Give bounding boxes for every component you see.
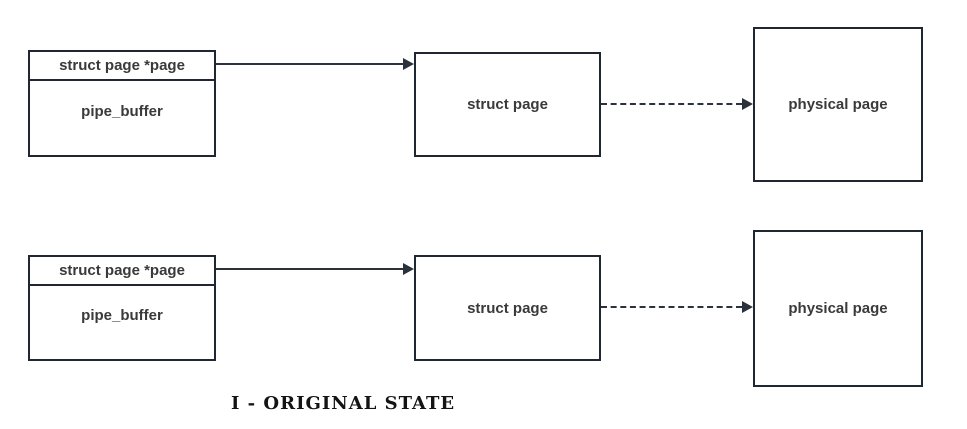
solid-arrowhead-icon-row1 — [403, 58, 414, 70]
pipe-buffer-label-row1: pipe_buffer — [81, 102, 163, 120]
pipe-buffer-header-row1: struct page *page — [30, 52, 214, 81]
pipe-buffer-header-row2: struct page *page — [30, 257, 214, 286]
physical-page-label-row2: physical page — [788, 300, 888, 317]
pipe-buffer-box-row1: struct page *page pipe_buffer — [28, 50, 216, 157]
struct-page-box-row1: struct page — [414, 52, 601, 157]
solid-arrowhead-icon-row2 — [403, 263, 414, 275]
struct-page-box-row2: struct page — [414, 255, 601, 361]
dashed-arrowhead-icon-row2 — [742, 301, 753, 313]
pipe-buffer-box-row2: struct page *page pipe_buffer — [28, 255, 216, 361]
diagram-caption: I - ORIGINAL STATE — [231, 393, 456, 414]
physical-page-label-row1: physical page — [788, 96, 888, 113]
struct-page-label-row2: struct page — [467, 299, 548, 317]
physical-page-box-row1: physical page — [753, 27, 923, 182]
pipe-buffer-label-row2: pipe_buffer — [81, 307, 163, 324]
struct-page-label-row1: struct page — [467, 96, 548, 113]
dashed-arrowhead-icon-row1 — [742, 98, 753, 110]
solid-arrow-line-row2 — [216, 268, 403, 270]
dashed-arrow-line-row1 — [601, 103, 742, 105]
solid-arrow-line-row1 — [216, 63, 403, 65]
dashed-arrow-line-row2 — [601, 306, 742, 308]
physical-page-box-row2: physical page — [753, 230, 923, 387]
